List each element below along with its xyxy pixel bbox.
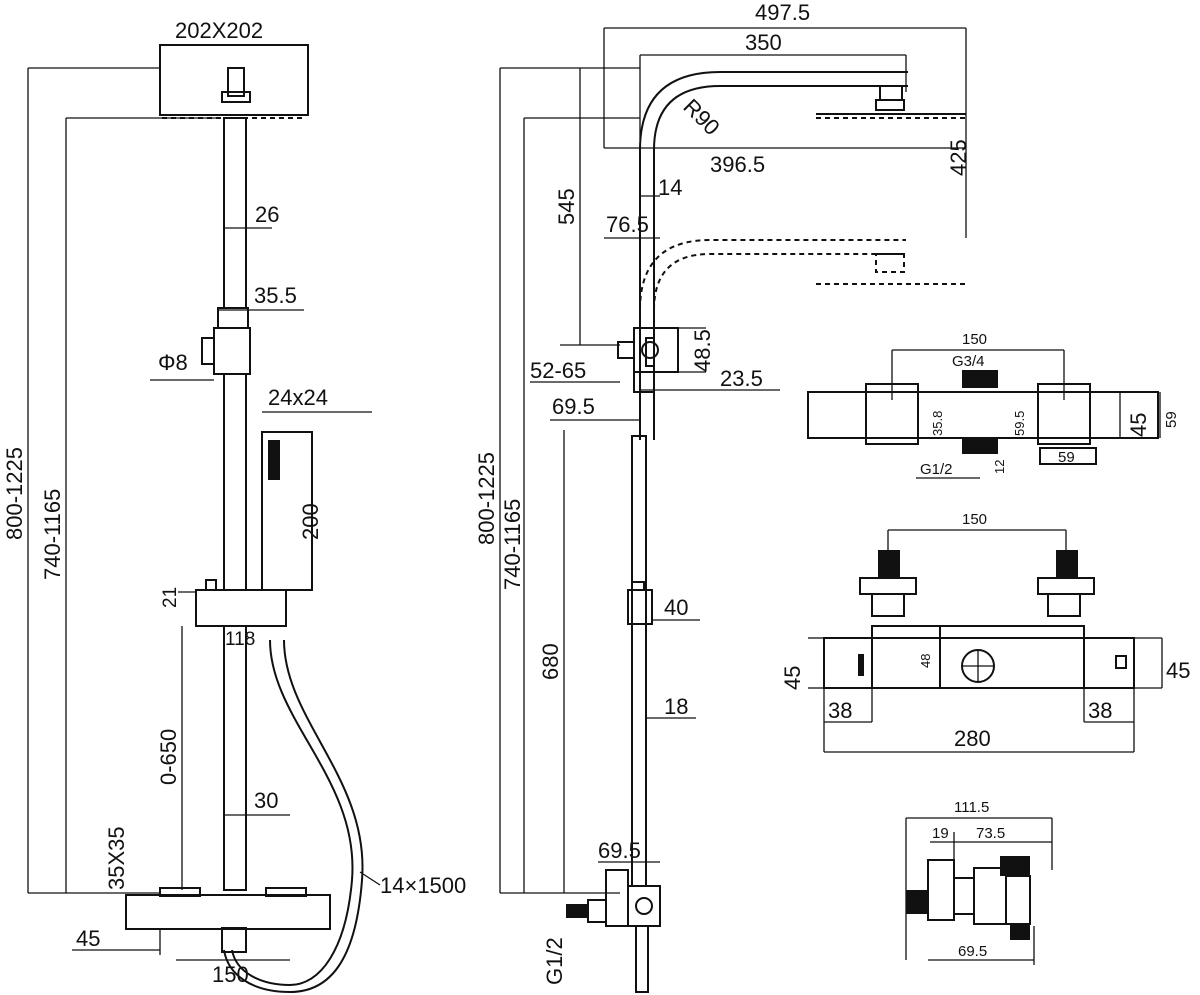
hose-label: 14×1500	[380, 873, 466, 898]
hose	[231, 639, 354, 987]
valve-side-body	[927, 859, 955, 921]
valve-front-handle-left-label: 38	[828, 698, 852, 723]
base-offset-label: 45	[76, 926, 100, 951]
diverter-h-label: 48.5	[690, 329, 715, 372]
bracket-range-label: 52-65	[530, 358, 586, 383]
middle-pipe	[223, 373, 247, 591]
side-overall-height-label: 800-1225	[474, 452, 499, 545]
projection-arm-label: 350	[745, 30, 782, 55]
valve-top-d1-label: 35.8	[930, 411, 945, 436]
head-drop-label: 425	[946, 139, 971, 176]
slider-h-label: 21	[160, 587, 181, 608]
valve-top-stub-label: 12	[992, 460, 1007, 474]
valve-side-d1-label: 19	[932, 825, 949, 842]
handshower-length-label: 200	[298, 503, 323, 540]
centres-label: 150	[212, 962, 249, 987]
dia-label: Φ8	[158, 350, 188, 375]
inlet-elbow	[627, 885, 661, 927]
slider-front	[195, 589, 287, 627]
front-view: 202X202 800-1225 740-1165 26 35.5 Φ8 24x…	[2, 18, 466, 994]
handshower-size-label: 24x24	[268, 385, 328, 410]
valve-top-d2-label: 59.5	[1012, 411, 1027, 436]
valve-front-body	[823, 637, 1135, 689]
riser-height-label: 740-1165	[40, 489, 65, 580]
top-drop-label: 545	[554, 188, 579, 225]
valve-top-outlet-label: G3/4	[952, 353, 985, 370]
slide-rail	[631, 435, 647, 887]
wall-to-pipe-label: 69.5	[552, 394, 595, 419]
rail-height-label: 680	[538, 643, 563, 680]
valve-front-handle-right-label: 38	[1088, 698, 1112, 723]
wall-offset-label: 76.5	[606, 212, 649, 237]
valve-top-body	[807, 391, 1159, 439]
valve-body-front	[125, 894, 331, 930]
radius-label: R90	[678, 94, 724, 140]
shower-arm	[639, 71, 908, 440]
valve-front-view: 150 48 45 45 38 38 280	[780, 511, 1190, 753]
rail-dia-label: 18	[664, 694, 688, 719]
valve-top-inlet-label: G1/2	[920, 461, 953, 478]
thread-label: G1/2	[542, 937, 567, 985]
clamp-label: 35.5	[254, 283, 297, 308]
upper-pipe	[223, 117, 247, 309]
valve-front-centres-label: 150	[962, 511, 987, 528]
side-view: 497.5 350 R90 396.5 425 800-1225 740-116…	[474, 0, 971, 993]
pipe-dia-lower-label: 30	[254, 788, 278, 813]
shower-arm-lowered	[639, 239, 906, 311]
side-riser-height-label: 740-1165	[500, 499, 525, 590]
bracket-label: 35X35	[104, 826, 129, 890]
clamp-body	[213, 327, 251, 375]
valve-top-height-label: 45	[1126, 413, 1151, 437]
overall-height-label: 800-1225	[2, 447, 27, 540]
slider-side-label: 40	[664, 595, 688, 620]
inlet-offset-label: 69.5	[598, 838, 641, 863]
valve-top-centres-label: 150	[962, 331, 987, 348]
side-pipe-dia-label: 14	[658, 175, 682, 200]
valve-side-d2-label: 73.5	[976, 825, 1005, 842]
diverter-depth-label: 23.5	[720, 366, 763, 391]
slider-w-label: 118	[225, 629, 255, 650]
head-size-label: 202X202	[175, 18, 263, 43]
adjust-range-label: 0-650	[156, 729, 181, 785]
rain-head-front	[159, 44, 309, 116]
valve-side-view: 111.5 19 73.5 69.5	[905, 799, 1053, 965]
valve-front-height-right-label: 45	[1166, 658, 1190, 683]
valve-front-length-label: 280	[954, 726, 991, 751]
valve-top-view: 150 G3/4 35.8 59.5 45 59 59 G1/2 12	[807, 331, 1180, 479]
projection-total-label: 497.5	[755, 0, 810, 25]
valve-side-depth-label: 69.5	[958, 943, 987, 960]
lower-pipe	[223, 625, 247, 891]
valve-top-width-label: 59	[1058, 449, 1075, 466]
valve-front-body-h-label: 48	[918, 654, 933, 668]
valve-front-height-left-label: 45	[780, 666, 805, 690]
valve-side-total-label: 111.5	[954, 799, 989, 816]
valve-top-total-label: 59	[1163, 411, 1180, 428]
pipe-dia-upper-label: 26	[255, 202, 279, 227]
arm-reach-label: 396.5	[710, 152, 765, 177]
